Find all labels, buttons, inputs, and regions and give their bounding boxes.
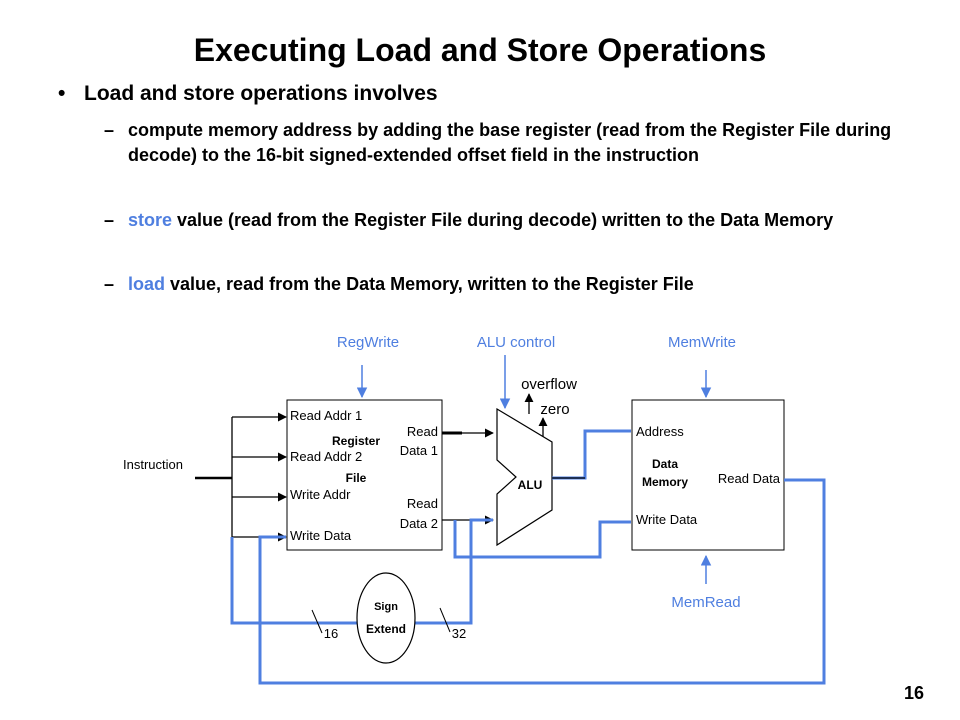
load-value-path (258, 478, 826, 685)
mem-address-label: Address (636, 424, 684, 439)
alu-label: ALU (518, 478, 543, 492)
read-data1-label-b: Data 1 (400, 443, 438, 458)
width-slash-32 (439, 607, 451, 633)
store-keyword: store (128, 210, 173, 230)
register-file-box (286, 399, 443, 551)
sub-bullet-2: – store value (read from the Register Fi… (104, 208, 918, 233)
load-keyword: load (128, 274, 166, 294)
instruction-label: Instruction (123, 457, 183, 472)
register-file-title: Register (332, 434, 380, 448)
memwrite-label: MemWrite (668, 334, 736, 351)
sign-extend-out-path (415, 518, 493, 625)
dash: – (104, 120, 115, 140)
read-data2-label-b: Data 2 (400, 516, 438, 531)
overflow-label: overflow (521, 376, 577, 393)
regwrite-label: RegWrite (337, 334, 399, 351)
sub-bullet-3-text: value, read from the Data Memory, writte… (165, 274, 694, 294)
write-addr-label: Write Addr (290, 487, 351, 502)
sub-bullet-2-text: value (read from the Register File durin… (172, 210, 834, 230)
width-16-label: 16 (324, 626, 338, 641)
dash: – (104, 274, 115, 294)
zero-label: zero (540, 401, 569, 418)
mem-write-data-label: Write Data (636, 512, 698, 527)
register-file-title-2: File (346, 471, 367, 485)
mem-read-data-label: Read Data (718, 471, 781, 486)
sign-extend-label-2: Extend (366, 622, 406, 636)
bullet-mark: • (58, 82, 66, 105)
slide-title: Executing Load and Store Operations (193, 32, 767, 68)
sign-extend-label-1: Sign (374, 601, 398, 613)
alu-result-path (552, 429, 631, 480)
width-slash-16 (311, 609, 323, 634)
main-bullet: • Load and store operations involves (58, 82, 438, 106)
sub-bullet-1: – compute memory address by adding the b… (104, 118, 918, 168)
dash: – (104, 210, 115, 230)
read-data2-label-a: Read (407, 496, 438, 511)
sub-bullet-3: – load value, read from the Data Memory,… (104, 272, 918, 297)
page-number: 16 (904, 683, 925, 703)
data-memory-box (631, 399, 785, 551)
read-addr1-label: Read Addr 1 (290, 408, 362, 423)
reg-write-data-label: Write Data (290, 528, 352, 543)
sub-bullet-1-text: compute memory address by adding the bas… (128, 120, 892, 165)
offset-path (230, 537, 357, 625)
width-32-label: 32 (452, 626, 466, 641)
data-memory-title-2: Memory (642, 475, 688, 489)
data-memory-title-1: Data (652, 457, 678, 471)
read-addr2-label: Read Addr 2 (290, 449, 362, 464)
alu-shape (496, 407, 553, 547)
memread-label: MemRead (671, 594, 740, 611)
alu-control-label: ALU control (477, 334, 555, 351)
sign-extend-unit (356, 572, 416, 664)
bullet-text: Load and store operations involves (84, 82, 438, 105)
read-data1-label-a: Read (407, 424, 438, 439)
store-value-path (453, 520, 631, 559)
